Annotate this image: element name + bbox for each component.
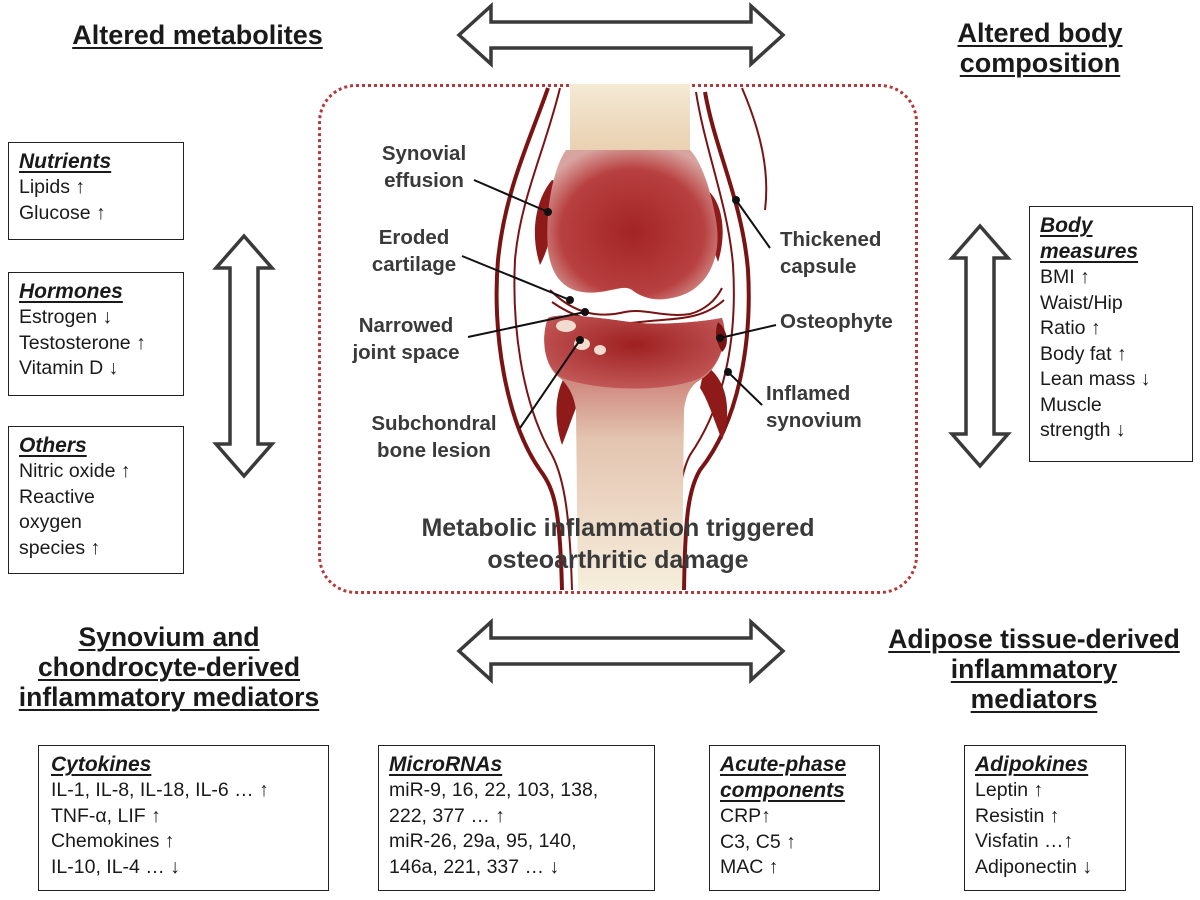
- heading-line: chondrocyte-derived: [37, 652, 301, 682]
- double-arrow-horizontal-icon: [456, 2, 786, 68]
- list-item: Estrogen ↓: [19, 306, 113, 328]
- label-line: effusion: [384, 169, 464, 192]
- label-line: cartilage: [371, 253, 457, 276]
- box-title: Adipokines: [975, 753, 1089, 776]
- list-item: Visfatin …↑: [975, 830, 1074, 852]
- list-item: miR-9, 16, 22, 103, 138,: [389, 779, 599, 801]
- micrornas-box: MicroRNAs miR-9, 16, 22, 103, 138, 222, …: [378, 745, 655, 891]
- list-item: Glucose ↑: [19, 201, 106, 224]
- label-line: Synovial: [381, 142, 467, 165]
- list-item: miR-26, 29a, 95, 140,: [389, 830, 577, 852]
- list-item: species ↑: [19, 536, 101, 559]
- label-line: capsule: [780, 255, 857, 278]
- list-item: strength ↓: [1040, 419, 1126, 441]
- heading-altered-metabolites: Altered metabolites: [40, 20, 355, 50]
- box-title: Hormones: [19, 280, 123, 303]
- list-item: TNF-α, LIF ↑: [51, 804, 161, 827]
- box-title: Acute-phase: [720, 753, 847, 776]
- list-item: Testosterone ↑: [19, 331, 146, 354]
- double-arrow-vertical-icon: [212, 233, 276, 479]
- label-line: Thickened: [780, 228, 882, 251]
- list-item: Reactive: [19, 485, 95, 508]
- double-arrow-horizontal-icon: [456, 618, 786, 684]
- list-item: Body fat ↑: [1040, 342, 1127, 365]
- label-synovial-effusion: Synovial effusion: [362, 140, 486, 194]
- list-item: Chemokines ↑: [51, 830, 175, 852]
- hormones-box: Hormones Estrogen ↓ Testosterone ↑ Vitam…: [8, 272, 184, 396]
- heading-line: composition: [959, 48, 1121, 78]
- caption-line: osteoarthritic damage: [487, 546, 749, 574]
- heading-altered-body-composition: Altered body composition: [915, 18, 1165, 78]
- list-item: C3, C5 ↑: [720, 830, 796, 853]
- label-line: bone lesion: [377, 439, 491, 462]
- double-arrow-vertical-icon: [948, 223, 1012, 469]
- heading-adipose-mediators: Adipose tissue-derived inflammatory medi…: [868, 624, 1200, 714]
- central-caption: Metabolic inflammation triggered osteoar…: [330, 512, 906, 576]
- list-item: Lipids ↑: [19, 176, 86, 198]
- list-item: 146a, 221, 337 … ↓: [389, 855, 560, 878]
- box-title: components: [720, 779, 845, 802]
- heading-line: Adipose tissue-derived: [888, 624, 1180, 654]
- list-item: MAC ↑: [720, 856, 779, 878]
- label-subchondral-bone-lesion: Subchondral bone lesion: [356, 410, 512, 464]
- body-measures-box: Body measures BMI ↑ Waist/Hip Ratio ↑ Bo…: [1029, 206, 1193, 462]
- box-title: Cytokines: [51, 753, 152, 776]
- label-eroded-cartilage: Eroded cartilage: [356, 224, 472, 278]
- list-item: Lean mass ↓: [1040, 368, 1151, 390]
- list-item: 222, 377 … ↑: [389, 804, 505, 827]
- label-line: Narrowed: [358, 314, 454, 337]
- box-title: Others: [19, 434, 87, 457]
- label-line: Inflamed: [766, 382, 851, 405]
- heading-text: Altered metabolites: [72, 20, 323, 50]
- list-item: Resistin ↑: [975, 804, 1060, 827]
- label-inflamed-synovium: Inflamed synovium: [766, 380, 896, 434]
- heading-line: inflammatory mediators: [18, 682, 320, 712]
- box-title: measures: [1040, 240, 1139, 263]
- list-item: Leptin ↑: [975, 779, 1044, 801]
- list-item: Nitric oxide ↑: [19, 460, 131, 482]
- box-title: Body: [1040, 214, 1093, 237]
- list-item: IL-1, IL-8, IL-18, IL-6 … ↑: [51, 779, 269, 801]
- list-item: Adiponectin ↓: [975, 855, 1093, 878]
- label-line: Subchondral: [371, 412, 497, 435]
- caption-line: Metabolic inflammation triggered: [421, 514, 815, 542]
- label-narrowed-joint-space: Narrowed joint space: [340, 312, 472, 366]
- heading-line: Altered body: [957, 18, 1123, 48]
- heading-line: mediators: [970, 684, 1098, 714]
- list-item: Muscle: [1040, 393, 1102, 416]
- list-item: Vitamin D ↓: [19, 357, 119, 379]
- label-line: Eroded: [378, 226, 450, 249]
- label-thickened-capsule: Thickened capsule: [780, 226, 910, 280]
- adipokines-box: Adipokines Leptin ↑ Resistin ↑ Visfatin …: [964, 745, 1126, 891]
- list-item: CRP↑: [720, 805, 771, 827]
- box-title: Nutrients: [19, 150, 112, 173]
- others-box: Others Nitric oxide ↑ Reactive oxygen sp…: [8, 426, 184, 574]
- list-item: IL-10, IL-4 … ↓: [51, 855, 180, 878]
- list-item: Waist/Hip: [1040, 291, 1123, 314]
- label-osteophyte: Osteophyte: [780, 310, 893, 333]
- heading-line: inflammatory: [950, 654, 1118, 684]
- list-item: BMI ↑: [1040, 266, 1090, 288]
- heading-line: Synovium and: [78, 622, 260, 652]
- cytokines-box: Cytokines IL-1, IL-8, IL-18, IL-6 … ↑ TN…: [38, 745, 329, 891]
- heading-synovium-mediators: Synovium and chondrocyte-derived inflamm…: [0, 622, 338, 712]
- label-line: joint space: [352, 341, 460, 364]
- nutrients-box: Nutrients Lipids ↑ Glucose ↑: [8, 142, 184, 240]
- label-line: synovium: [766, 409, 862, 432]
- list-item: Ratio ↑: [1040, 317, 1101, 339]
- list-item: oxygen: [19, 511, 82, 533]
- box-title: MicroRNAs: [389, 753, 503, 776]
- acute-phase-box: Acute-phase components CRP↑ C3, C5 ↑ MAC…: [709, 745, 880, 891]
